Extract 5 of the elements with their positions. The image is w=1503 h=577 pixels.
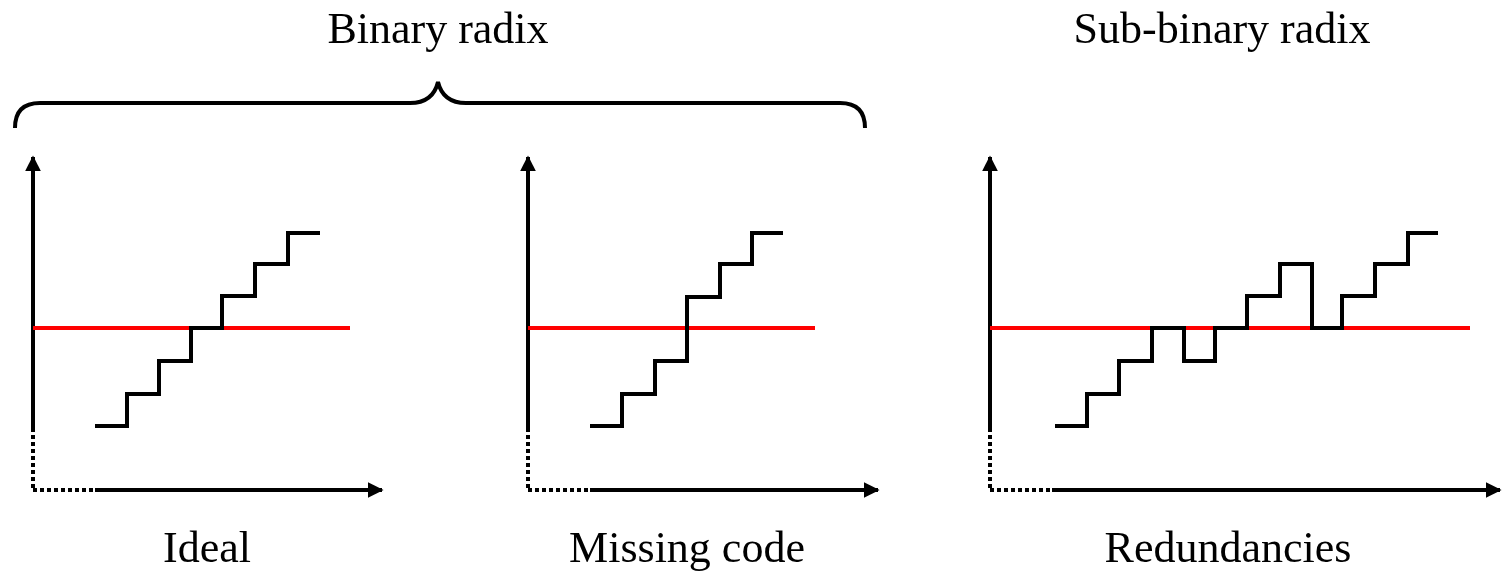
caption: Redundancies (1104, 523, 1352, 573)
heading: Binary radix (327, 4, 549, 54)
caption: Ideal (163, 523, 251, 573)
caption: Missing code (569, 523, 805, 573)
heading: Sub-binary radix (1073, 4, 1371, 54)
